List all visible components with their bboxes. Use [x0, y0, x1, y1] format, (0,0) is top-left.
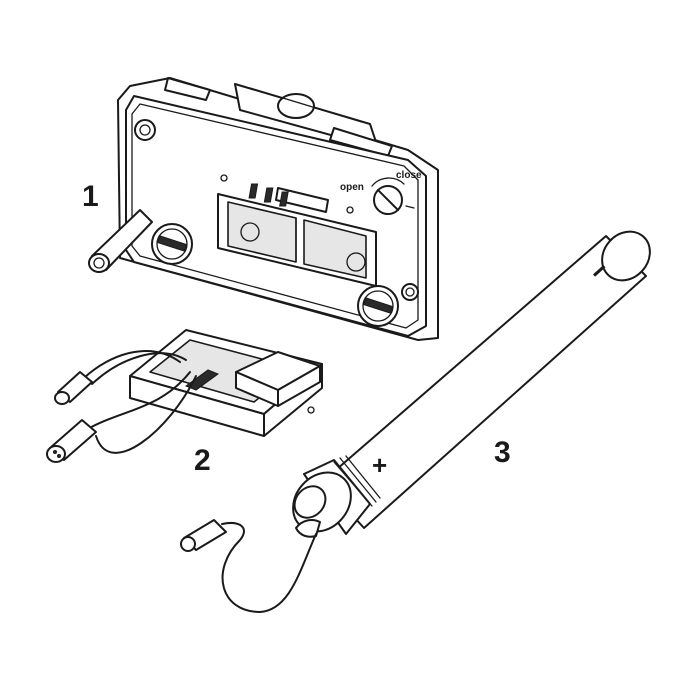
- bracket-center-window: [217, 193, 377, 287]
- tubular-motor: + −: [180, 230, 651, 613]
- screw-top-left: [134, 119, 156, 141]
- callout-2: 2: [194, 444, 211, 477]
- bracket-pin-connector: [248, 183, 329, 213]
- knob-left: [151, 223, 193, 265]
- callout-1: 1: [82, 180, 99, 213]
- receiver-box: [46, 329, 323, 463]
- dial-label-open: open: [340, 182, 364, 193]
- polarity-plus: +: [372, 450, 387, 480]
- dial-label-close: close: [396, 170, 422, 181]
- knob-right: [357, 285, 399, 327]
- open-close-dial: open close: [340, 170, 422, 215]
- motor-head-collar: [292, 455, 381, 538]
- mounting-bracket: open close: [88, 77, 439, 341]
- bracket-plug: [88, 209, 153, 273]
- receiver-plug-small: [54, 371, 93, 405]
- motor-plug: [180, 519, 227, 552]
- callout-3: 3: [494, 436, 511, 469]
- receiver-plug-large: [46, 419, 97, 463]
